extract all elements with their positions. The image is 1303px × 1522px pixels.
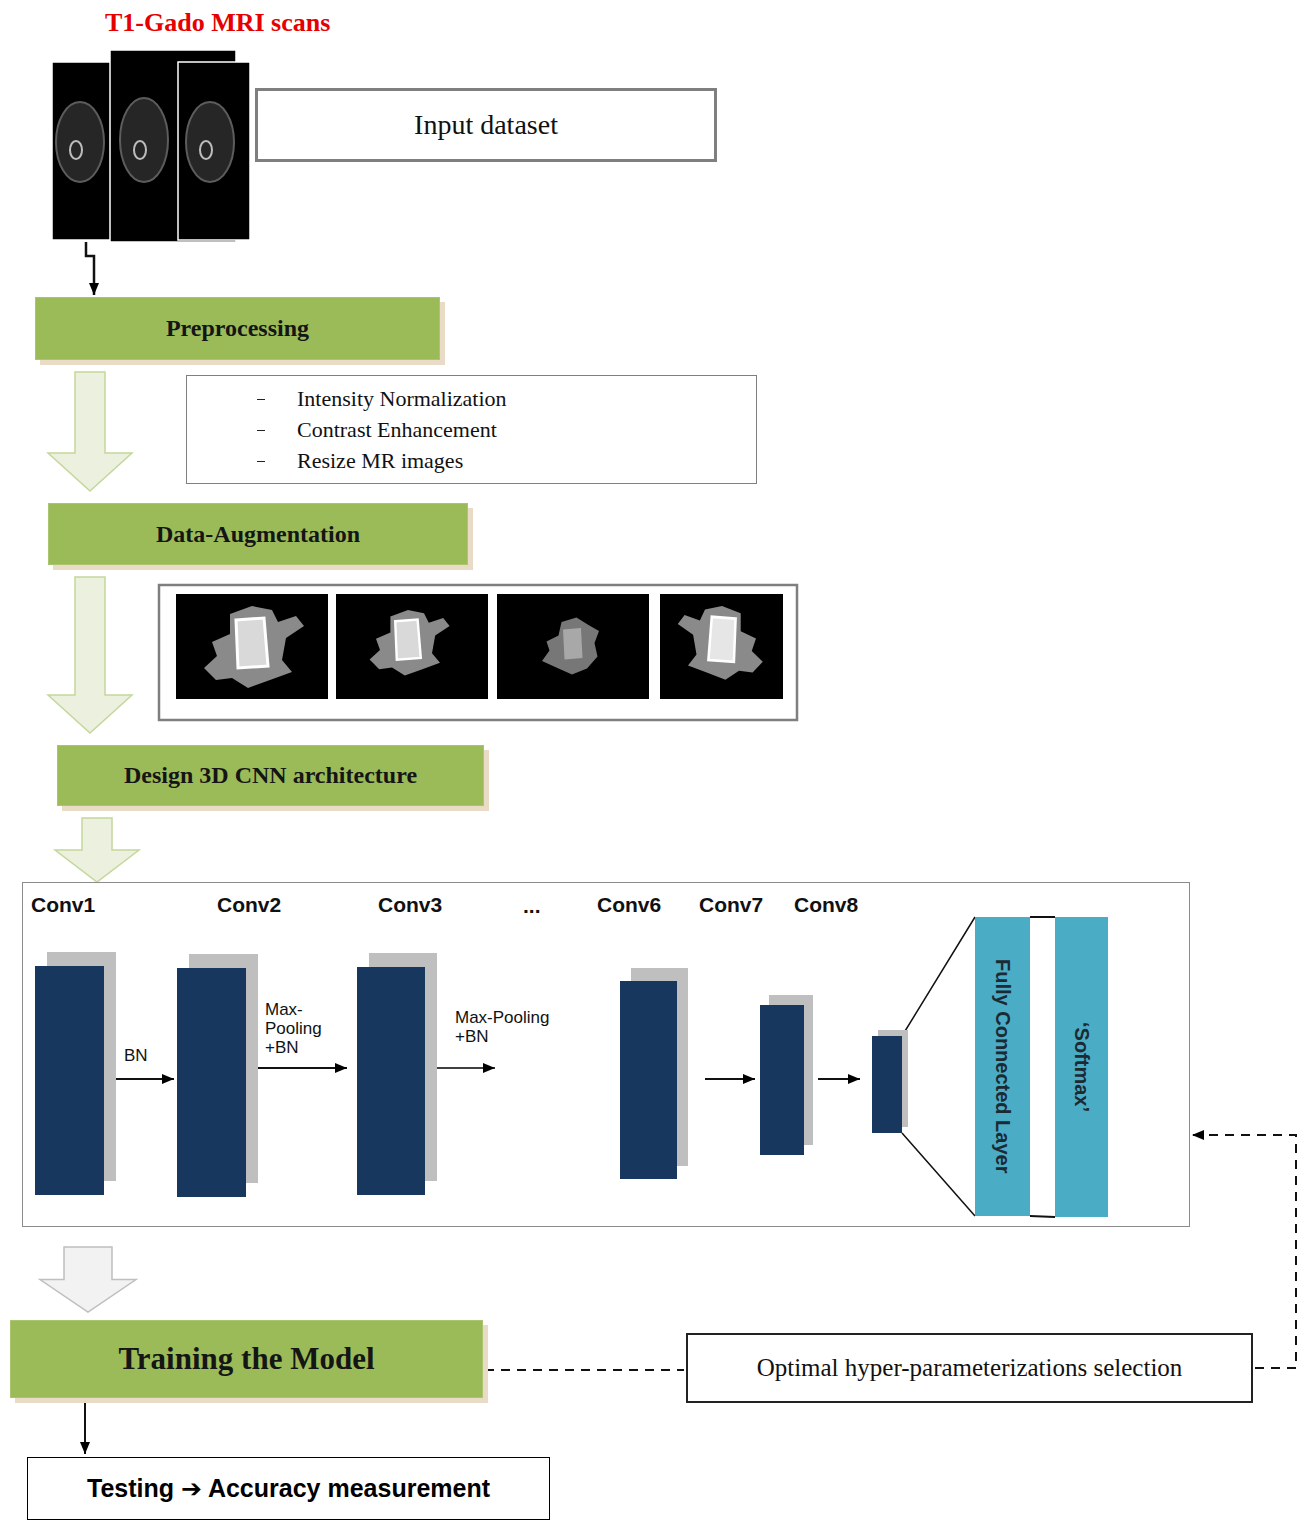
tumor-spot: [134, 141, 146, 159]
layer-arrow: [254, 1067, 347, 1069]
layer-arrow: [818, 1078, 860, 1080]
tumor-blob: [542, 618, 599, 675]
layer-name: Conv2: [217, 893, 281, 917]
edge-label: Max-Pooling +BN: [265, 1000, 345, 1057]
block-arrow: [48, 372, 132, 491]
layer-name: Conv1: [31, 893, 95, 917]
conv-layer: Conv8: [872, 1036, 902, 1133]
augmentation-samples: [159, 585, 797, 720]
brain-shape: [120, 98, 168, 182]
layer-name: Conv7: [699, 893, 763, 917]
conv-layer: Conv3: [357, 967, 425, 1195]
dataset-box: Input dataset: [255, 88, 717, 162]
sample-frame: [159, 585, 797, 720]
mri-scan-stack: [52, 50, 250, 242]
brain-shape: [186, 102, 234, 182]
sample-image: [660, 594, 783, 699]
conv-layer: Conv2: [177, 968, 246, 1197]
block-arrow: [40, 1247, 136, 1312]
node-label: Input dataset: [414, 109, 558, 141]
process-box: Data-Augmentation: [48, 503, 468, 565]
operation-label: Max-Pooling +BN: [455, 1008, 570, 1046]
edge-label: BN: [124, 1046, 164, 1065]
node-label: Preprocessing: [166, 315, 309, 342]
funnel-lines: [902, 917, 975, 1216]
node-label: Fully Connected Layer: [991, 959, 1014, 1174]
layer-name: Conv6: [597, 893, 661, 917]
node-label: ‘Softmax’: [1070, 1022, 1093, 1112]
step-list-box: Intensity NormalizationContrast Enhancem…: [186, 375, 757, 484]
process-box: Training the Model: [10, 1320, 483, 1398]
dense-layer: Fully Connected Layer: [975, 917, 1030, 1216]
layer-name: Conv8: [794, 893, 858, 917]
input-arrow: [86, 242, 94, 295]
ellipsis-label: ...: [523, 894, 541, 918]
conv-layer: Conv1: [35, 966, 104, 1195]
stack-heading: T1-Gado MRI scans: [105, 8, 330, 38]
node-label: Training the Model: [118, 1341, 374, 1377]
tumor-blob: [370, 610, 450, 676]
conv-layer: Conv7: [760, 1005, 804, 1155]
block-arrow: [55, 818, 139, 882]
layer-arrow: [113, 1078, 174, 1080]
image-stack: T1-Gado MRI scans: [50, 48, 252, 242]
list-item: Contrast Enhancement: [297, 414, 497, 445]
softmax-layer: ‘Softmax’: [1055, 917, 1108, 1217]
mri-slice: [178, 62, 250, 240]
test-arrow: [84, 1401, 86, 1454]
process-box: Design 3D CNN architecture: [57, 745, 484, 806]
block-arrow: [48, 577, 132, 733]
node-label: Data-Augmentation: [156, 521, 360, 548]
process-box: Preprocessing: [35, 297, 440, 360]
brain-shape: [56, 102, 104, 182]
sample-image: [336, 594, 488, 699]
hyperparameter-box: Optimal hyper-parameterizations selectio…: [686, 1333, 1253, 1403]
layer-arrow: [705, 1078, 755, 1080]
tumor-blob: [678, 606, 763, 680]
bracket-lines: [1030, 917, 1055, 1217]
tumor-spot: [70, 141, 82, 159]
node-label: Optimal hyper-parameterizations selectio…: [757, 1354, 1183, 1382]
list-item: Intensity Normalization: [297, 383, 507, 414]
conv-layer: Conv6: [620, 981, 677, 1179]
tumor-blob: [204, 606, 304, 688]
result-box: Testing ➔ Accuracy measurement: [27, 1457, 550, 1520]
node-label: Testing ➔ Accuracy measurement: [87, 1474, 490, 1503]
cnn-panel: Conv1Conv2Conv3Conv6Conv7Conv8Fully Conn…: [22, 882, 1190, 1227]
dashed-link: [485, 1369, 684, 1371]
node-label: Design 3D CNN architecture: [124, 762, 417, 789]
sample-image: [176, 594, 328, 699]
tumor-spot: [200, 141, 212, 159]
continuation-arrow: [430, 1067, 495, 1069]
layer-name: Conv3: [378, 893, 442, 917]
sample-image: [497, 594, 649, 699]
list-item: Resize MR images: [297, 445, 463, 476]
